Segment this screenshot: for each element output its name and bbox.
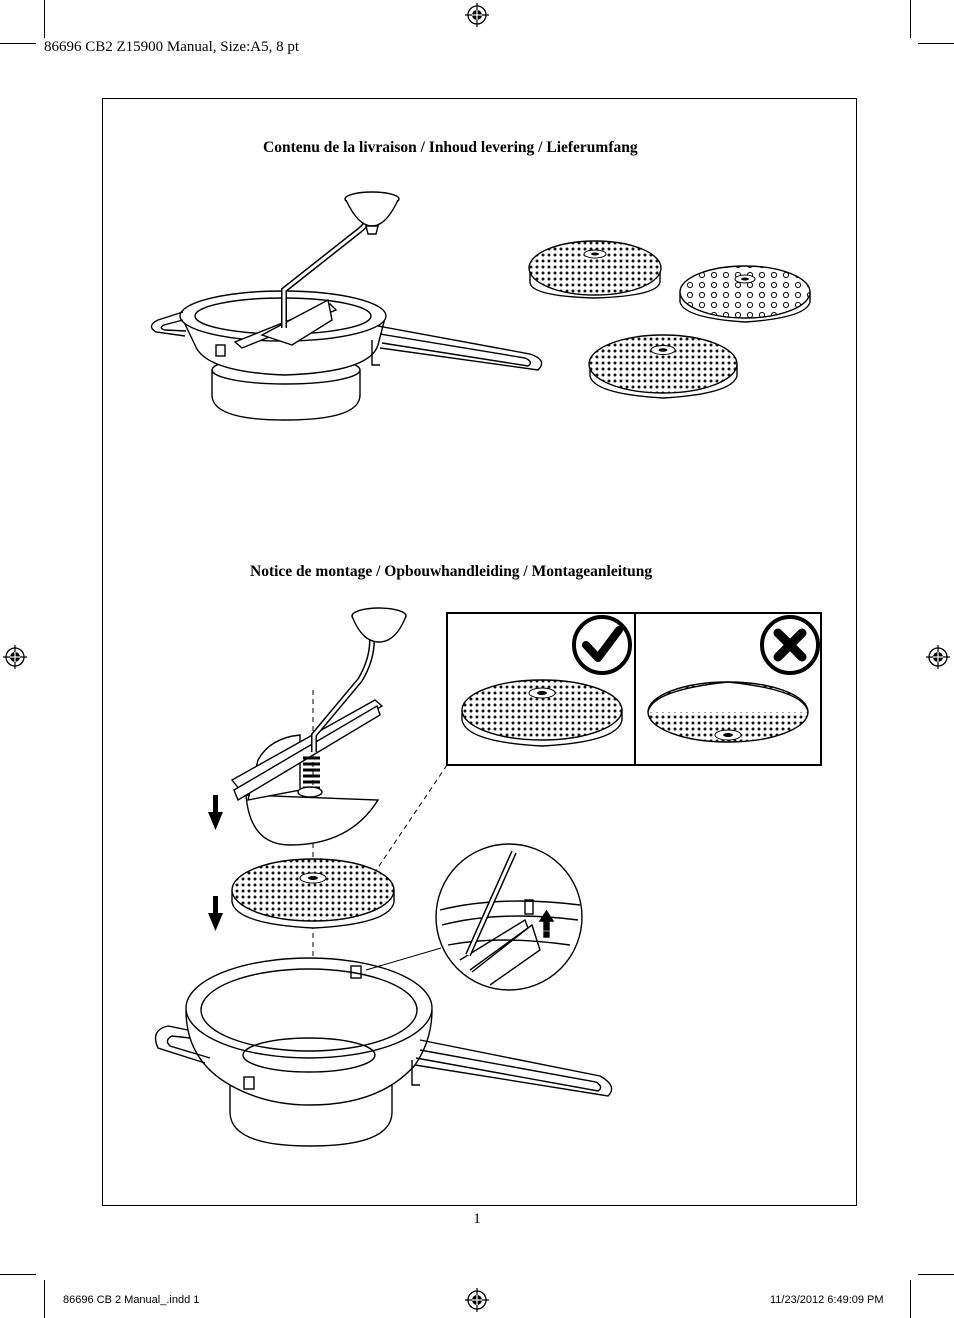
- crop-mark: [0, 1274, 36, 1275]
- arrow-down-icon: [208, 896, 223, 931]
- crop-mark: [918, 1274, 954, 1275]
- crop-mark: [910, 0, 911, 38]
- crop-mark: [0, 43, 36, 44]
- assembly-disc: [231, 858, 395, 929]
- registration-mark-icon: [2, 644, 28, 670]
- check-circle-icon: [572, 615, 632, 675]
- disc-orientation-panel: [446, 612, 822, 766]
- coarse-disc: [679, 265, 811, 323]
- cross-circle-icon: [760, 615, 820, 675]
- fine-disc: [528, 240, 662, 299]
- contents-heading: Contenu de la livraison / Inhoud leverin…: [263, 139, 638, 156]
- crop-mark: [44, 0, 45, 38]
- crop-mark: [910, 1280, 911, 1318]
- content-frame: [102, 98, 857, 1206]
- registration-mark-icon: [464, 2, 490, 28]
- mill-bowl: [154, 947, 613, 1147]
- dashed-guides: [312, 690, 448, 1065]
- print-slug: 86696 CB2 Z15900 Manual, Size:A5, 8 pt: [44, 39, 299, 55]
- crop-mark: [918, 43, 954, 44]
- crop-mark: [44, 1280, 45, 1318]
- assembly-heading: Notice de montage / Opbouwhandleiding / …: [250, 563, 653, 580]
- arrow-down-icon: [208, 795, 223, 830]
- crank-blade-unit: [230, 607, 407, 846]
- timestamp: 11/23/2012 6:49:09 PM: [770, 1294, 884, 1306]
- page-number: 1: [473, 1211, 481, 1227]
- food-mill-illustration: [150, 191, 543, 421]
- clip-detail-inset: [435, 843, 583, 991]
- medium-disc: [588, 334, 738, 399]
- file-name: 86696 CB 2 Manual_.indd 1: [63, 1294, 200, 1306]
- registration-mark-icon: [925, 644, 951, 670]
- registration-mark-icon: [464, 1287, 490, 1313]
